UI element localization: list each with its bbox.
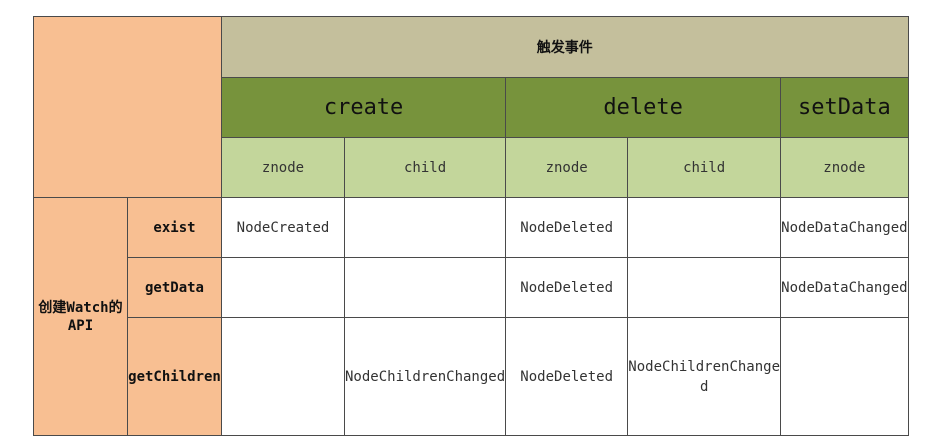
cell-getdata-setdata-znode: NodeDataChanged	[780, 257, 909, 318]
cell-getdata-create-child	[343, 257, 507, 318]
trigger-event-title: 触发事件	[221, 16, 909, 78]
api-group-label: 创建Watch的 API	[33, 197, 128, 436]
cell-getchildren-create-znode	[221, 317, 345, 436]
cell-getchildren-delete-znode: NodeDeleted	[505, 317, 629, 436]
event-delete-header: delete	[505, 77, 782, 138]
cell-getchildren-setdata-znode	[780, 317, 909, 436]
corner-cell	[33, 16, 222, 198]
cell-exist-create-znode: NodeCreated	[221, 197, 345, 258]
subheader-delete-child: child	[627, 137, 782, 198]
watch-event-table: 触发事件 create delete setData znode child z…	[33, 16, 909, 436]
cell-getchildren-delete-child: NodeChildrenChanged	[627, 317, 782, 436]
cell-exist-setdata-znode: NodeDataChanged	[780, 197, 909, 258]
cell-getdata-delete-child	[627, 257, 782, 318]
event-setdata-header: setData	[780, 77, 909, 138]
cell-exist-delete-znode: NodeDeleted	[505, 197, 629, 258]
subheader-delete-znode: znode	[505, 137, 629, 198]
api-group-label-line1: 创建Watch的	[38, 299, 123, 316]
api-getchildren: getChildren	[127, 317, 222, 436]
api-exist: exist	[127, 197, 222, 258]
cell-getchildren-create-child: NodeChildrenChanged	[343, 317, 507, 436]
api-group-label-line2: API	[67, 317, 94, 334]
event-create-header: create	[220, 77, 507, 138]
subheader-create-child: child	[343, 137, 507, 198]
subheader-setdata-znode: znode	[780, 137, 909, 198]
cell-getdata-delete-znode: NodeDeleted	[505, 257, 629, 318]
api-getdata: getData	[127, 257, 222, 318]
subheader-create-znode: znode	[221, 137, 345, 198]
cell-getdata-create-znode	[221, 257, 345, 318]
cell-exist-delete-child	[627, 197, 782, 258]
cell-exist-create-child	[343, 197, 507, 258]
